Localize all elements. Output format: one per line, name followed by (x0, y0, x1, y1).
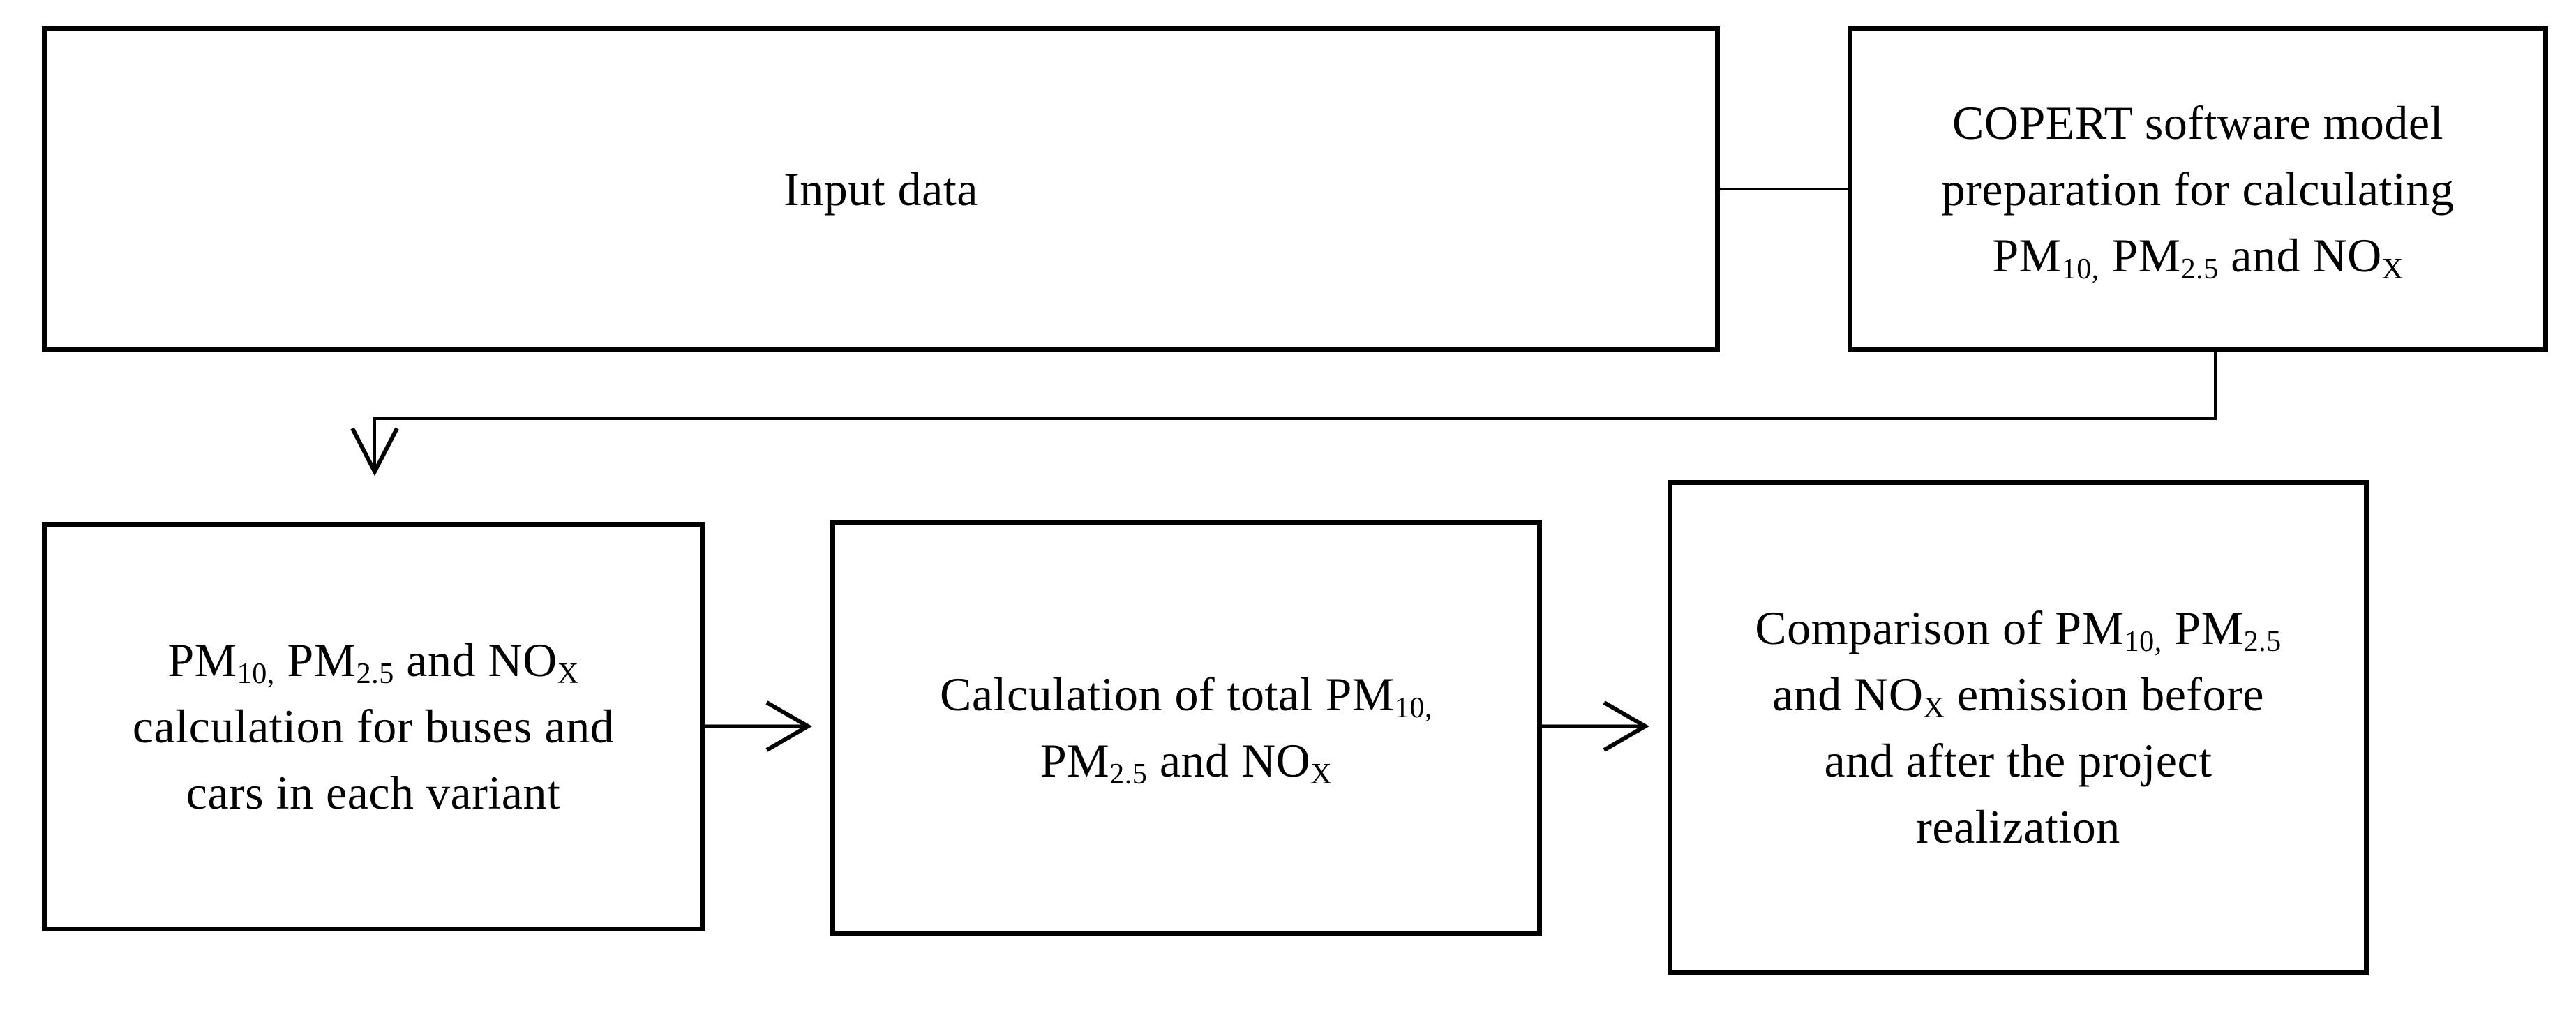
input-data-box: Input data (42, 26, 1720, 352)
connector-pm-calculation-to-total (703, 700, 813, 752)
arrowhead-right-icon (1603, 700, 1650, 752)
total-calculation-label: Calculation of total PM10,PM2.5 and NOX (940, 668, 1432, 791)
input-data-label: Input data (784, 162, 978, 216)
connector-copert-to-pm-calculation (350, 352, 2217, 477)
arrowhead-right-icon (765, 700, 813, 752)
total-calculation-box: Calculation of total PM10,PM2.5 and NOX (830, 520, 1542, 936)
connector-total-to-comparison (1541, 700, 1650, 752)
arrowhead-down-icon (350, 427, 399, 477)
